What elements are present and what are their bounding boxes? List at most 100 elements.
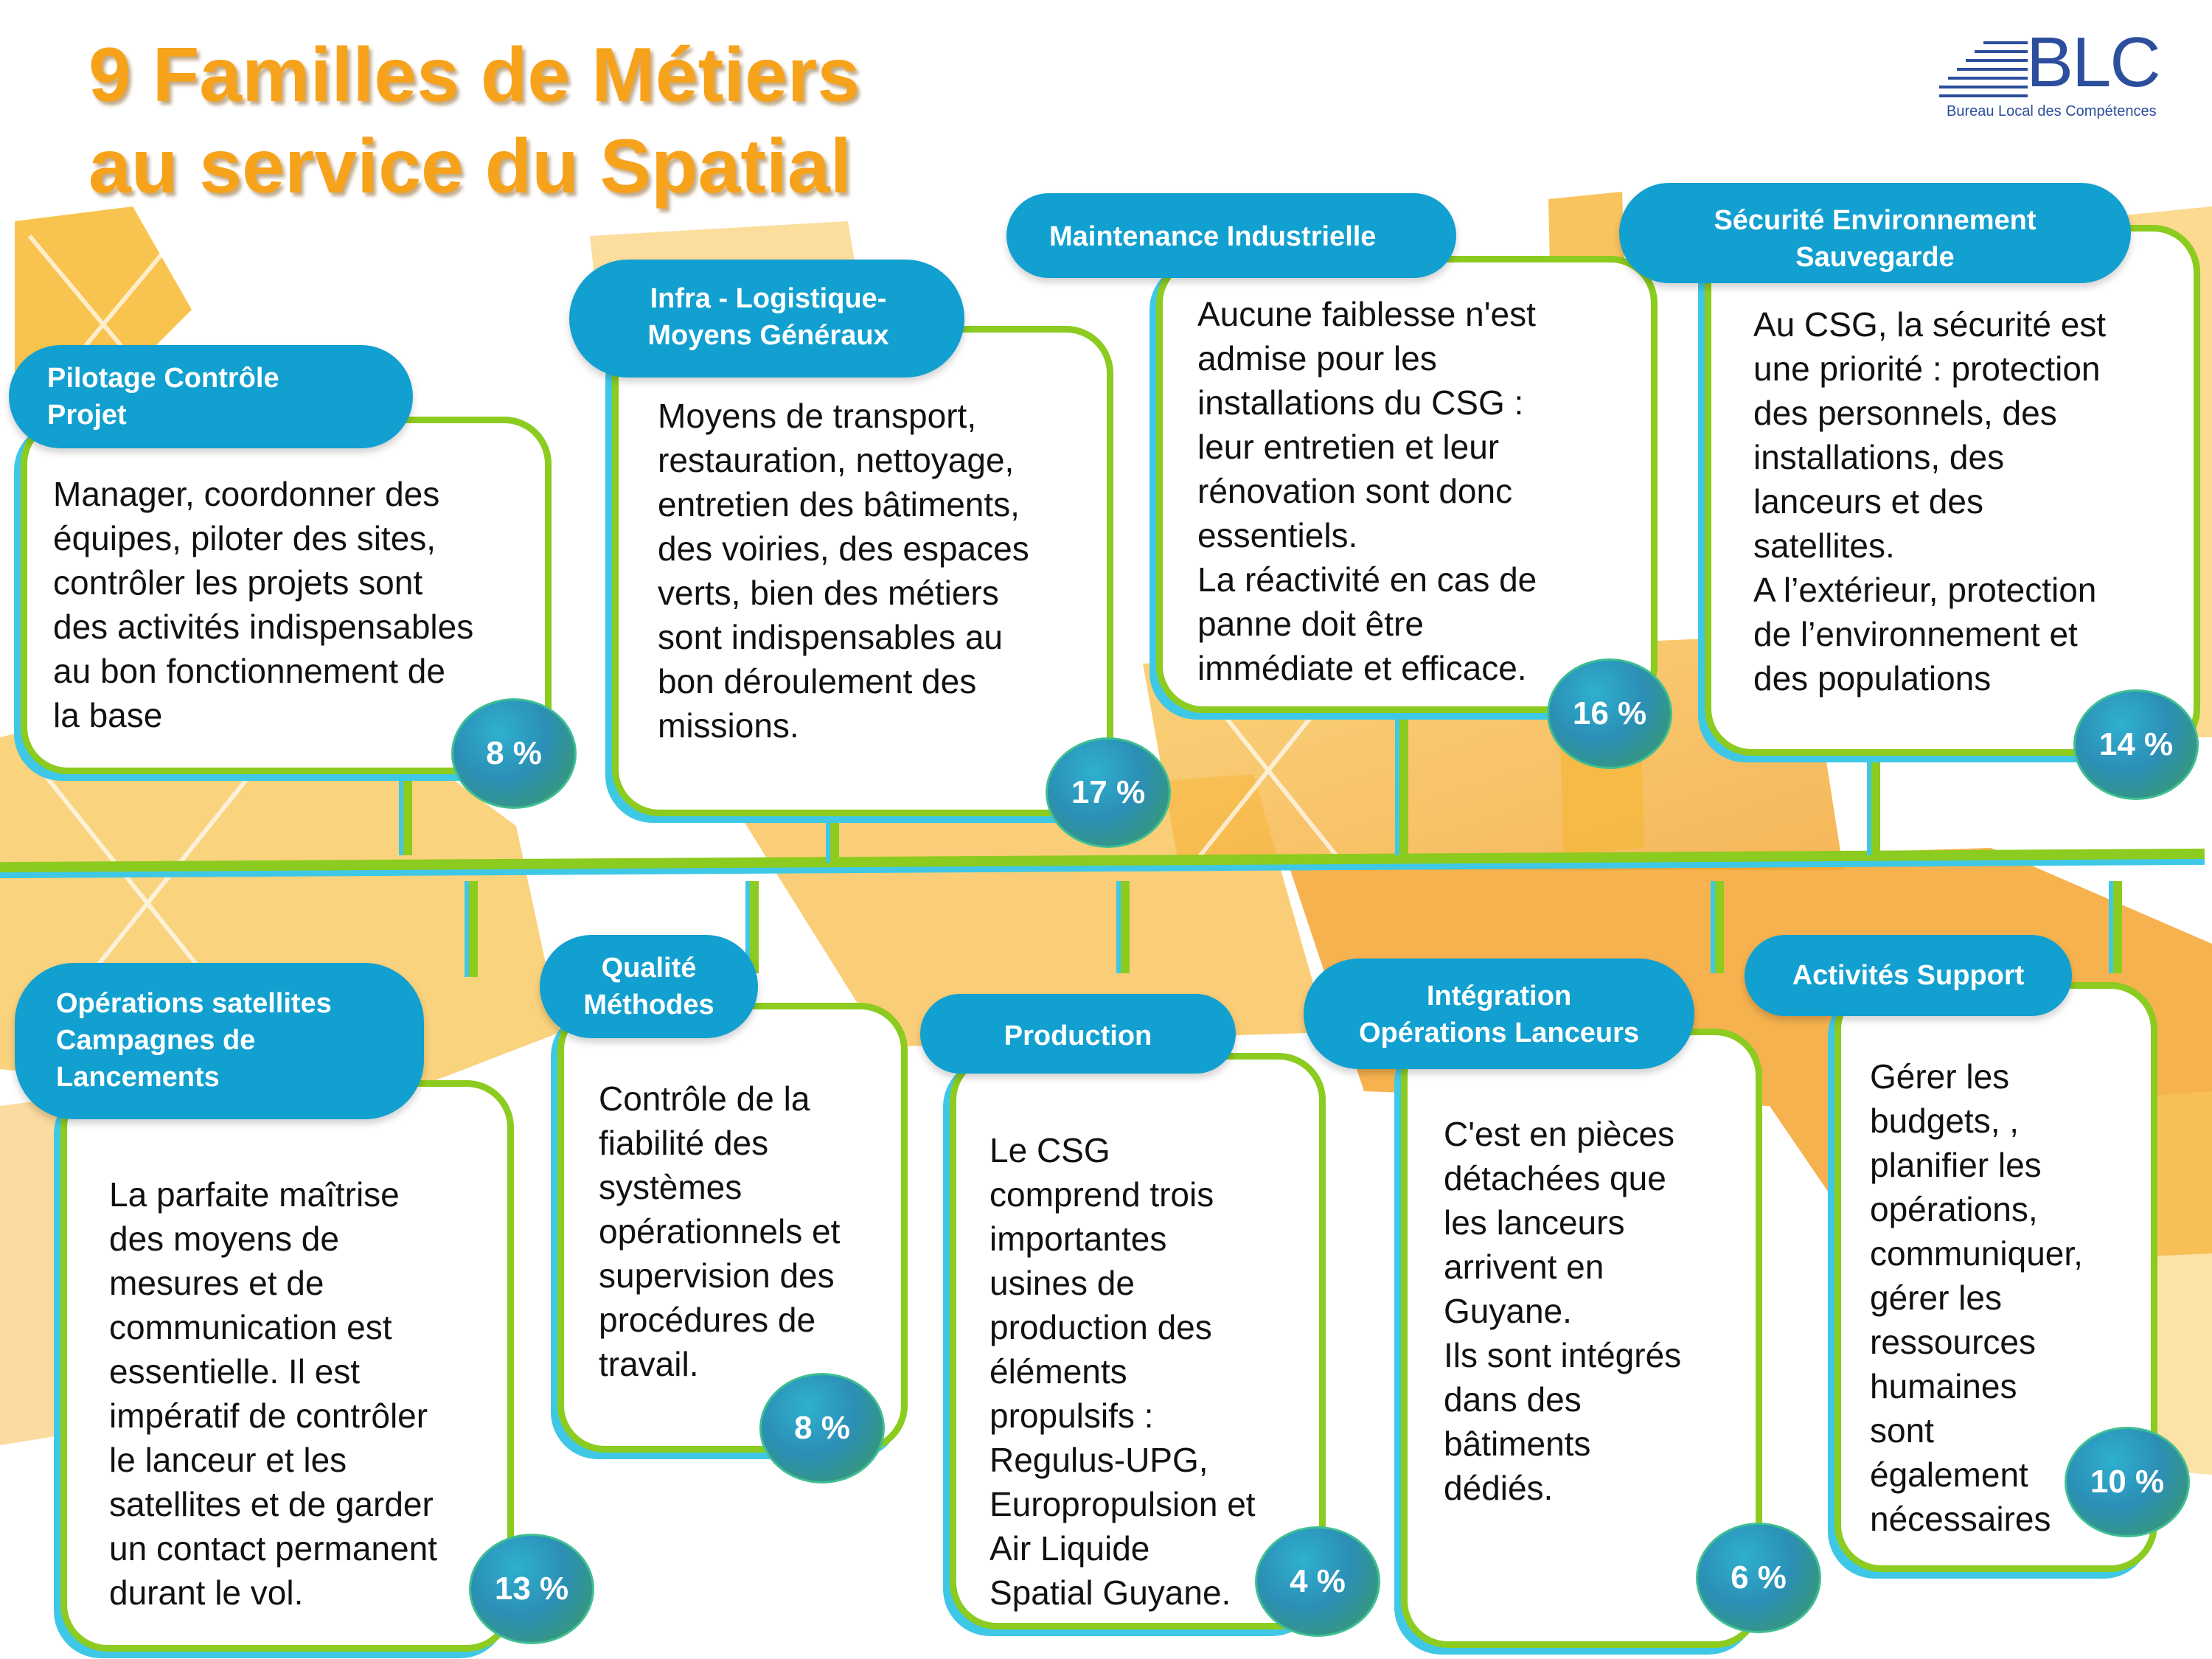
- description-line: leur entretien et leur: [1197, 428, 1500, 466]
- description-line: immédiate et efficace.: [1197, 649, 1527, 687]
- family-card-integration: [1401, 1029, 1762, 1648]
- description-line: sont indispensables au: [658, 618, 1003, 656]
- description-line: Moyens de transport,: [658, 397, 977, 435]
- logo-lines-icon: [1939, 41, 2028, 97]
- family-title-line: Qualité: [601, 953, 697, 984]
- description-line: gérer les: [1870, 1279, 2002, 1317]
- description-line: usines de: [990, 1264, 1135, 1302]
- title-line-1: 9 Familles de Métiers: [88, 32, 860, 118]
- description-line: Regulus-UPG,: [990, 1441, 1208, 1479]
- family-description-operations-satellites: La parfaite maîtrise des moyens de mesur…: [109, 1172, 437, 1615]
- description-line: des activités indispensables: [53, 608, 474, 646]
- description-line: Spatial Guyane.: [990, 1573, 1231, 1612]
- description-line: des moyens de: [109, 1220, 339, 1258]
- family-title-line: Sécurité Environnement: [1714, 205, 2037, 236]
- percent-badge-infra: 17 %: [1046, 737, 1171, 848]
- description-line: sont: [1870, 1411, 1934, 1450]
- description-line: une priorité : protection: [1753, 349, 2101, 388]
- family-title-integration: Intégration Opérations Lanceurs: [1304, 959, 1694, 1069]
- description-line: Aucune faiblesse n'est: [1197, 295, 1536, 333]
- description-line: production des: [990, 1308, 1212, 1346]
- description-line: communication est: [109, 1308, 392, 1346]
- description-line: bâtiments: [1444, 1425, 1591, 1463]
- description-line: dans des: [1444, 1380, 1582, 1419]
- percent-badge-integration: 6 %: [1696, 1523, 1821, 1633]
- description-line: satellites et de garder: [109, 1485, 434, 1523]
- percent-badge-activites-support: 10 %: [2065, 1427, 2190, 1537]
- description-line: essentielle. Il est: [109, 1352, 361, 1391]
- description-line: Guyane.: [1444, 1292, 1572, 1330]
- family-description-infra: Moyens de transport, restauration, netto…: [658, 394, 1029, 748]
- percent-badge-qualite: 8 %: [759, 1373, 885, 1484]
- family-title-line: Opérations Lanceurs: [1358, 1018, 1640, 1048]
- connector: [1715, 881, 1724, 973]
- family-title-line: Campagnes de: [56, 1025, 256, 1056]
- family-title-operations-satellites: Opérations satellites Campagnes de Lance…: [15, 963, 424, 1119]
- description-line: éléments: [990, 1352, 1127, 1391]
- description-line: systèmes: [599, 1168, 742, 1206]
- family-card-pilotage: [21, 417, 552, 774]
- connector: [403, 767, 412, 855]
- connector: [1399, 708, 1408, 855]
- description-line: procédures de: [599, 1301, 816, 1339]
- description-line: bon déroulement des: [658, 662, 977, 700]
- description-line: dédiés.: [1444, 1469, 1554, 1507]
- percent-badge-operations-satellites: 13 %: [469, 1534, 594, 1644]
- description-line: des voiries, des espaces: [658, 529, 1029, 568]
- family-title-securite: Sécurité Environnement Sauvegarde: [1619, 183, 2131, 283]
- description-line: des personnels, des: [1753, 394, 2057, 432]
- description-line: Air Liquide: [990, 1529, 1150, 1568]
- connector: [1121, 881, 1130, 973]
- description-line: ressources: [1870, 1323, 2036, 1361]
- description-line: satellites.: [1753, 526, 1895, 565]
- family-card-maintenance: [1156, 256, 1658, 713]
- description-line: essentiels.: [1197, 516, 1358, 554]
- description-line: Au CSG, la sécurité est: [1753, 305, 2107, 344]
- description-line: admise pour les: [1197, 339, 1437, 378]
- blc-logo: BLC Bureau Local des Compétences: [1939, 22, 2190, 125]
- description-line: entretien des bâtiments,: [658, 485, 1020, 524]
- description-line: installations du CSG :: [1197, 383, 1524, 422]
- description-line: Gérer les: [1870, 1057, 2010, 1096]
- family-title-line: Intégration: [1426, 981, 1572, 1012]
- description-line: durant le vol.: [109, 1573, 304, 1612]
- family-title-line: Maintenance Industrielle: [1049, 221, 1377, 252]
- description-line: A l’extérieur, protection: [1753, 571, 2097, 609]
- percent-badge-maintenance: 16 %: [1547, 658, 1672, 769]
- family-title-line: Sauvegarde: [1795, 242, 1955, 273]
- description-line: C'est en pièces: [1444, 1115, 1675, 1153]
- description-line: restauration, nettoyage,: [658, 441, 1015, 479]
- description-line: de l’environnement et: [1753, 615, 2078, 653]
- description-line: nécessaires: [1870, 1500, 2051, 1538]
- description-line: installations, des: [1753, 438, 2005, 476]
- family-title-activites-support: Activités Support: [1745, 935, 2072, 1016]
- family-title-infra: Infra - Logistique- Moyens Généraux: [569, 260, 964, 378]
- description-line: opérations,: [1870, 1190, 2038, 1228]
- description-line: contrôler les projets sont: [53, 563, 423, 602]
- description-line: propulsifs :: [990, 1397, 1154, 1435]
- description-line: arrivent en: [1444, 1248, 1604, 1286]
- family-title-line: Production: [1004, 1020, 1152, 1051]
- description-line: comprend trois: [990, 1175, 1214, 1214]
- title-line-2: au service du Spatial: [88, 124, 852, 209]
- description-line: communiquer,: [1870, 1234, 2083, 1273]
- description-line: Manager, coordonner des: [53, 475, 440, 513]
- percent-badge-production: 4 %: [1255, 1526, 1380, 1637]
- description-line: mesures et de: [109, 1264, 324, 1302]
- family-title-maintenance: Maintenance Industrielle: [1006, 193, 1456, 278]
- description-line: supervision des: [599, 1256, 835, 1295]
- page-title: 9 Familles de Métiers au service du Spat…: [88, 29, 860, 212]
- family-title-line: Infra - Logistique-: [650, 283, 887, 314]
- description-line: verts, bien des métiers: [658, 574, 999, 612]
- family-description-securite: Au CSG, la sécurité est une priorité : p…: [1753, 302, 2106, 700]
- family-title-line: Moyens Généraux: [647, 320, 889, 351]
- family-card-production: [950, 1053, 1326, 1630]
- description-line: importantes: [990, 1220, 1167, 1258]
- description-line: Le CSG: [990, 1131, 1110, 1169]
- description-line: humaines: [1870, 1367, 2017, 1405]
- family-description-integration: C'est en pièces détachées que les lanceu…: [1444, 1112, 1681, 1510]
- logo-subtitle: Bureau Local des Compétences: [1947, 103, 2157, 119]
- percent-badge-securite: 14 %: [2073, 689, 2199, 800]
- family-card-qualite: [557, 1003, 908, 1453]
